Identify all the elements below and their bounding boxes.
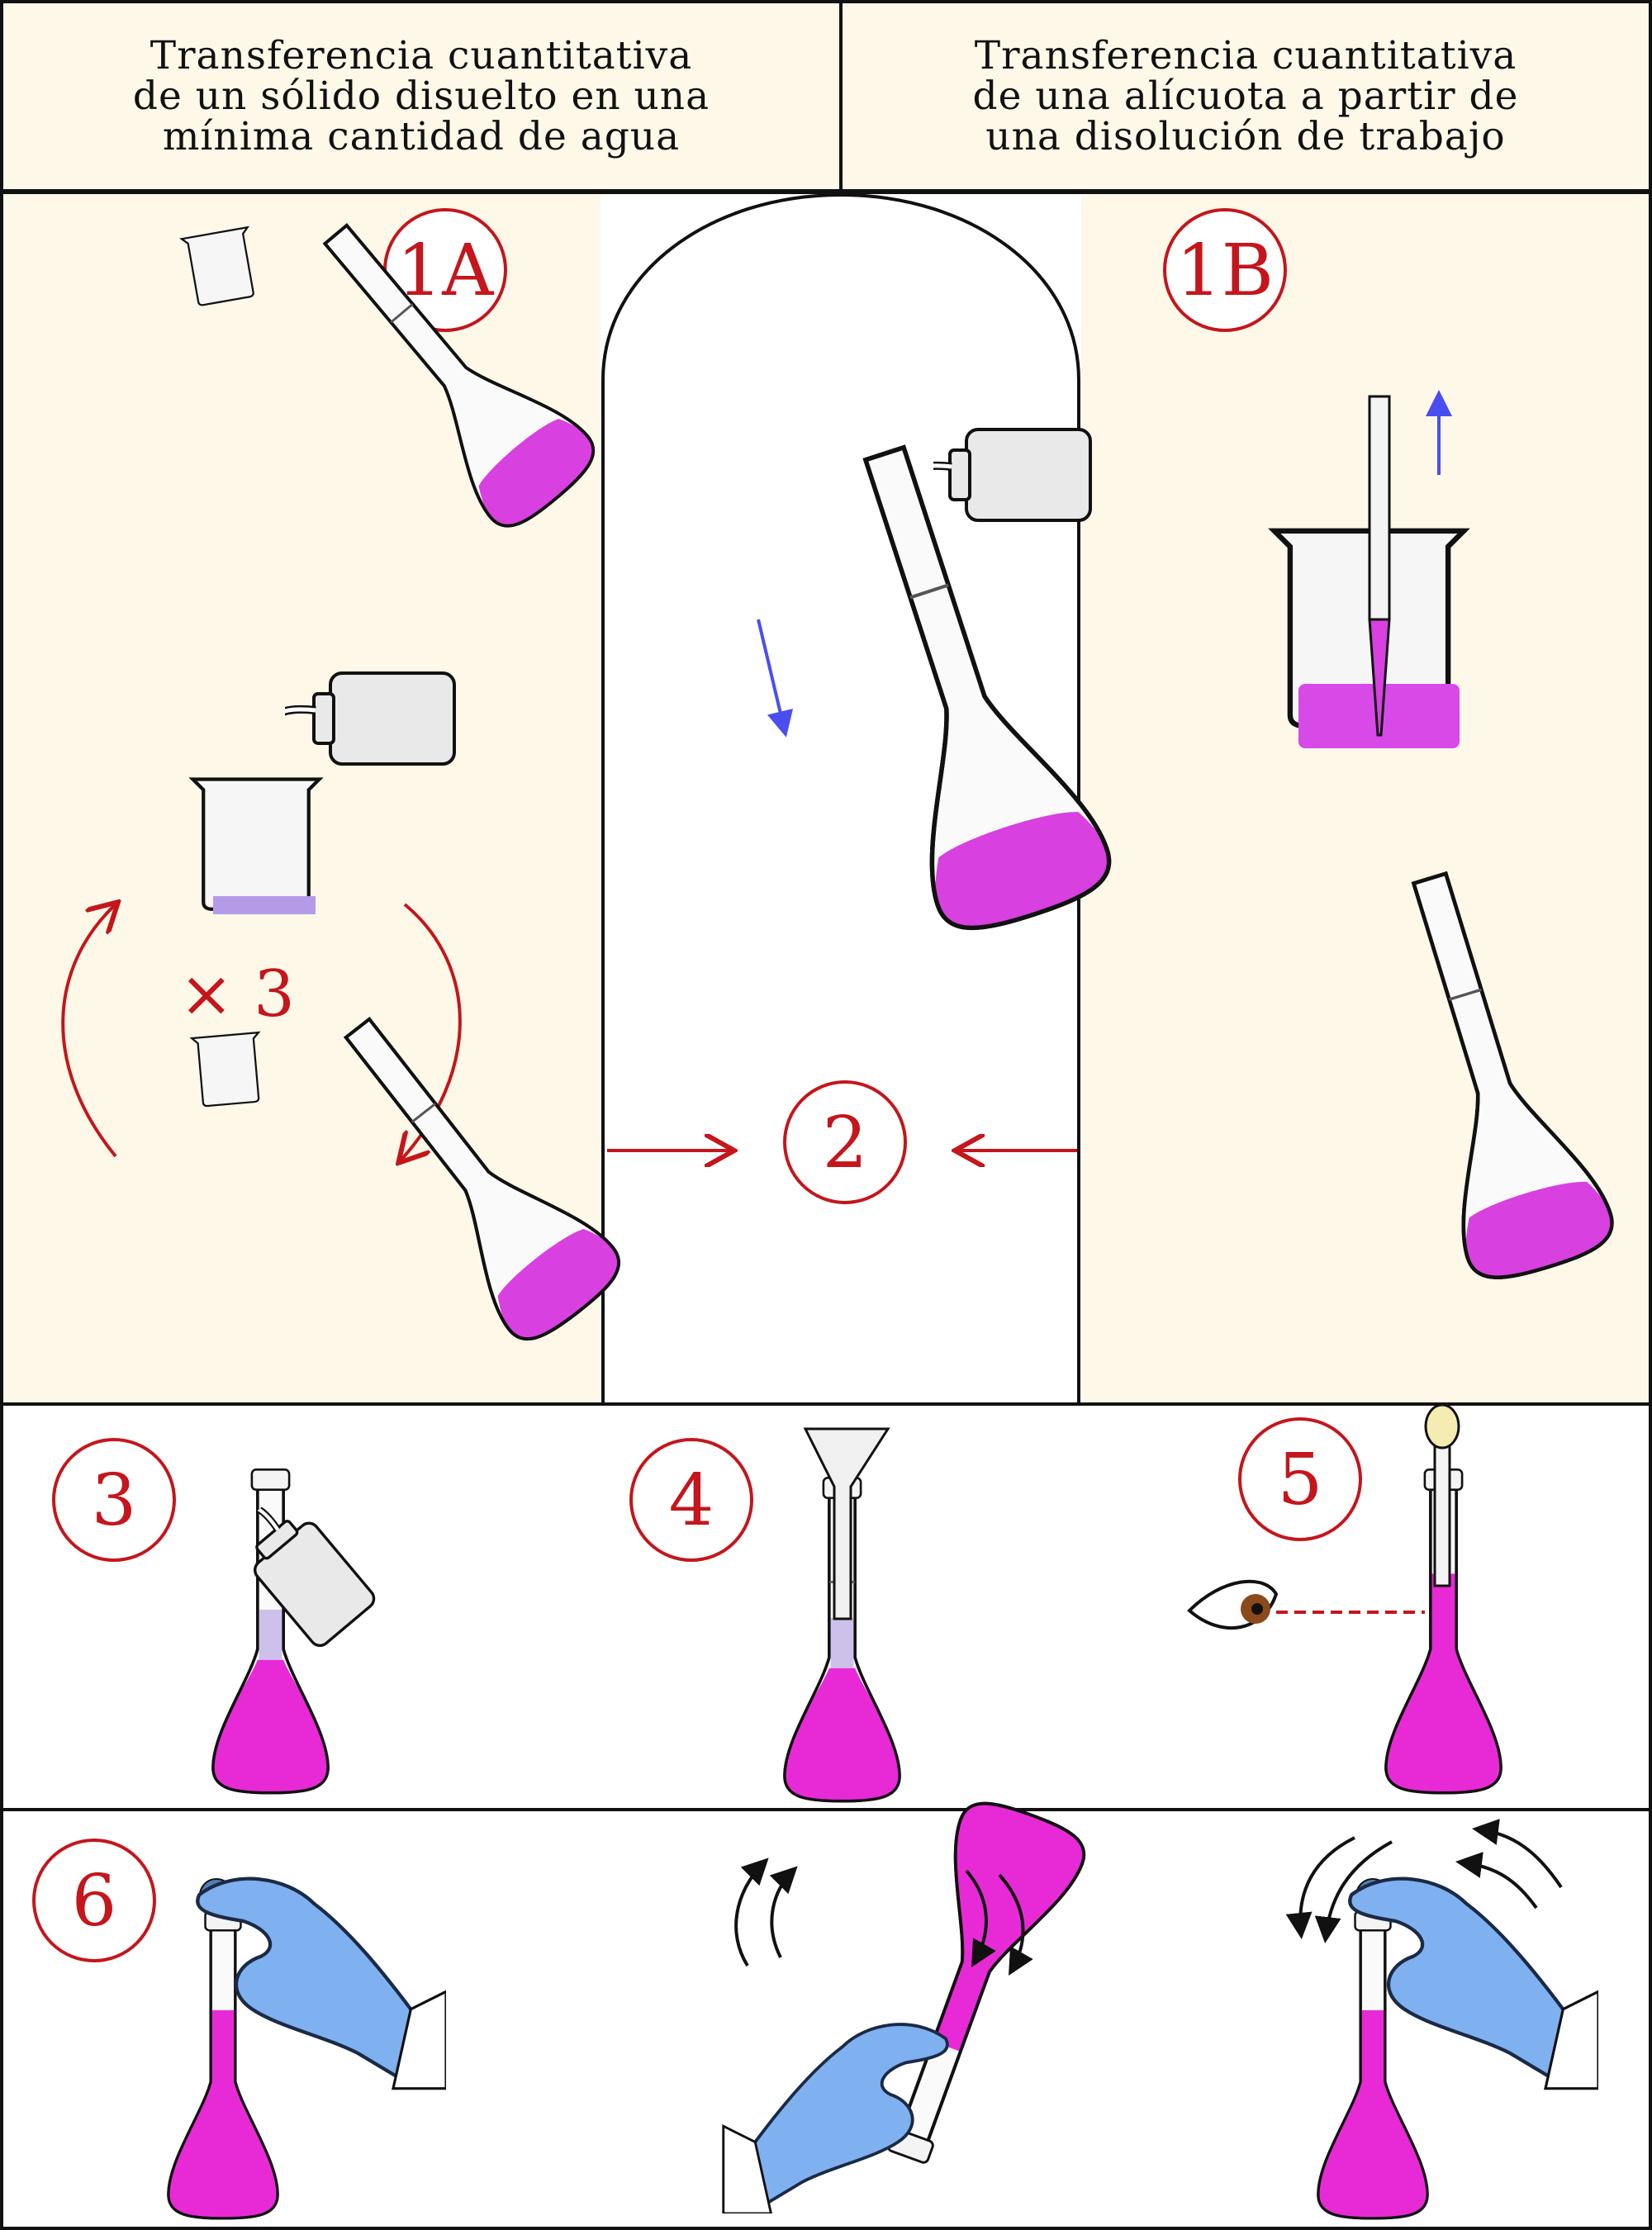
beaker-pouring-rinse-icon [190,1031,266,1108]
svg-text:4: 4 [669,1459,714,1542]
step-2-label: 2 [783,1080,907,1204]
gloved-hand-right-icon [1350,1879,1598,2089]
pipette-icon [1368,395,1391,737]
flow-down-arrow-icon [757,619,794,738]
row-step-6-border [0,1808,1652,2230]
step-3-label: 3 [52,1438,176,1562]
svg-text:2: 2 [823,1102,868,1184]
rotate-arrow-icon [1285,1836,1355,1939]
header-right: Transferencia cuantitativa de una alícuo… [841,0,1652,192]
step-4-label: 4 [629,1438,753,1562]
header-left: Transferencia cuantitativa de un sólido … [0,0,841,192]
rotate-arrow-icon [1314,1840,1393,1943]
flask-with-funnel-icon [783,1427,901,1803]
svg-text:1B: 1B [1176,230,1274,312]
rotate-arrow-icon [769,1866,798,1958]
rotate-arrow-icon [1472,1819,1563,1889]
repeat-arrow-left-icon [61,904,116,1158]
svg-text:3: 3 [92,1459,137,1542]
rotate-arrow-icon [1455,1852,1538,1910]
header-left-title: Transferencia cuantitativa de un sólido … [132,33,710,159]
flask-step5-icon [1384,1403,1502,1795]
svg-text:1A: 1A [397,230,495,312]
step-6-label: 6 [32,1839,156,1962]
step-1a-label: 1A [383,208,507,332]
svg-text:5: 5 [1278,1439,1323,1521]
rotate-arrow-icon [965,1869,996,1967]
rotate-arrow-icon [998,1873,1033,1976]
gloved-hand-middle-icon [724,2024,947,2213]
step-5-label: 5 [1238,1417,1362,1541]
svg-text:6: 6 [72,1860,117,1943]
step-1b-label: 1B [1163,208,1287,332]
repeat-count-label: × 3 [179,957,295,1032]
wash-bottle-step3-icon [211,1471,378,1649]
eye-icon [1187,1579,1279,1630]
beaker-rinse-icon [193,780,320,914]
header-right-title: Transferencia cuantitativa de una alícuo… [972,33,1519,159]
rotate-arrow-icon [734,1858,769,1967]
